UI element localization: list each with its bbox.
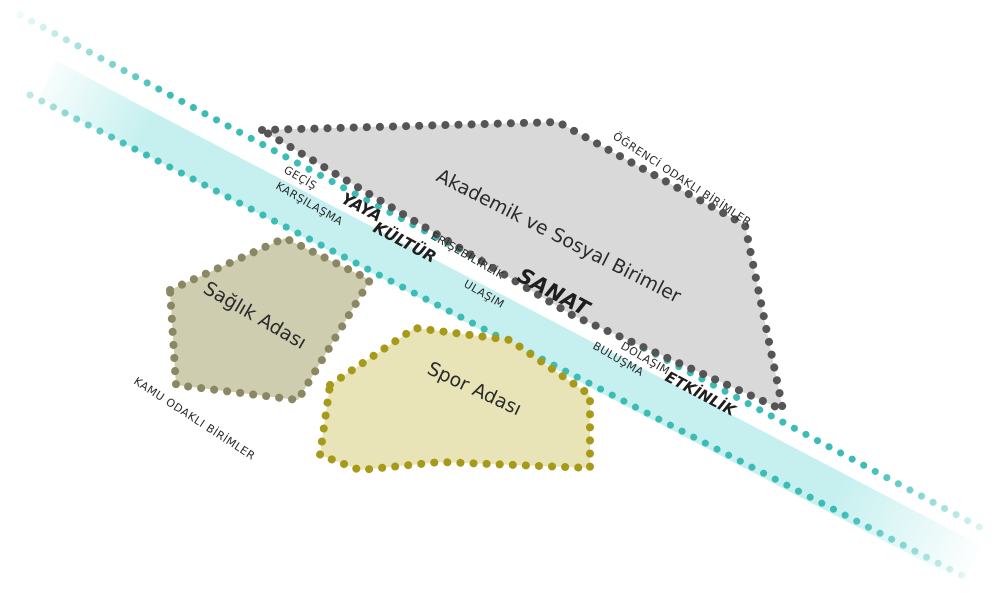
spor-zone	[316, 324, 594, 474]
saglik-zone	[166, 234, 374, 404]
akademik-zone	[258, 118, 787, 414]
corridor-band	[40, 60, 980, 585]
